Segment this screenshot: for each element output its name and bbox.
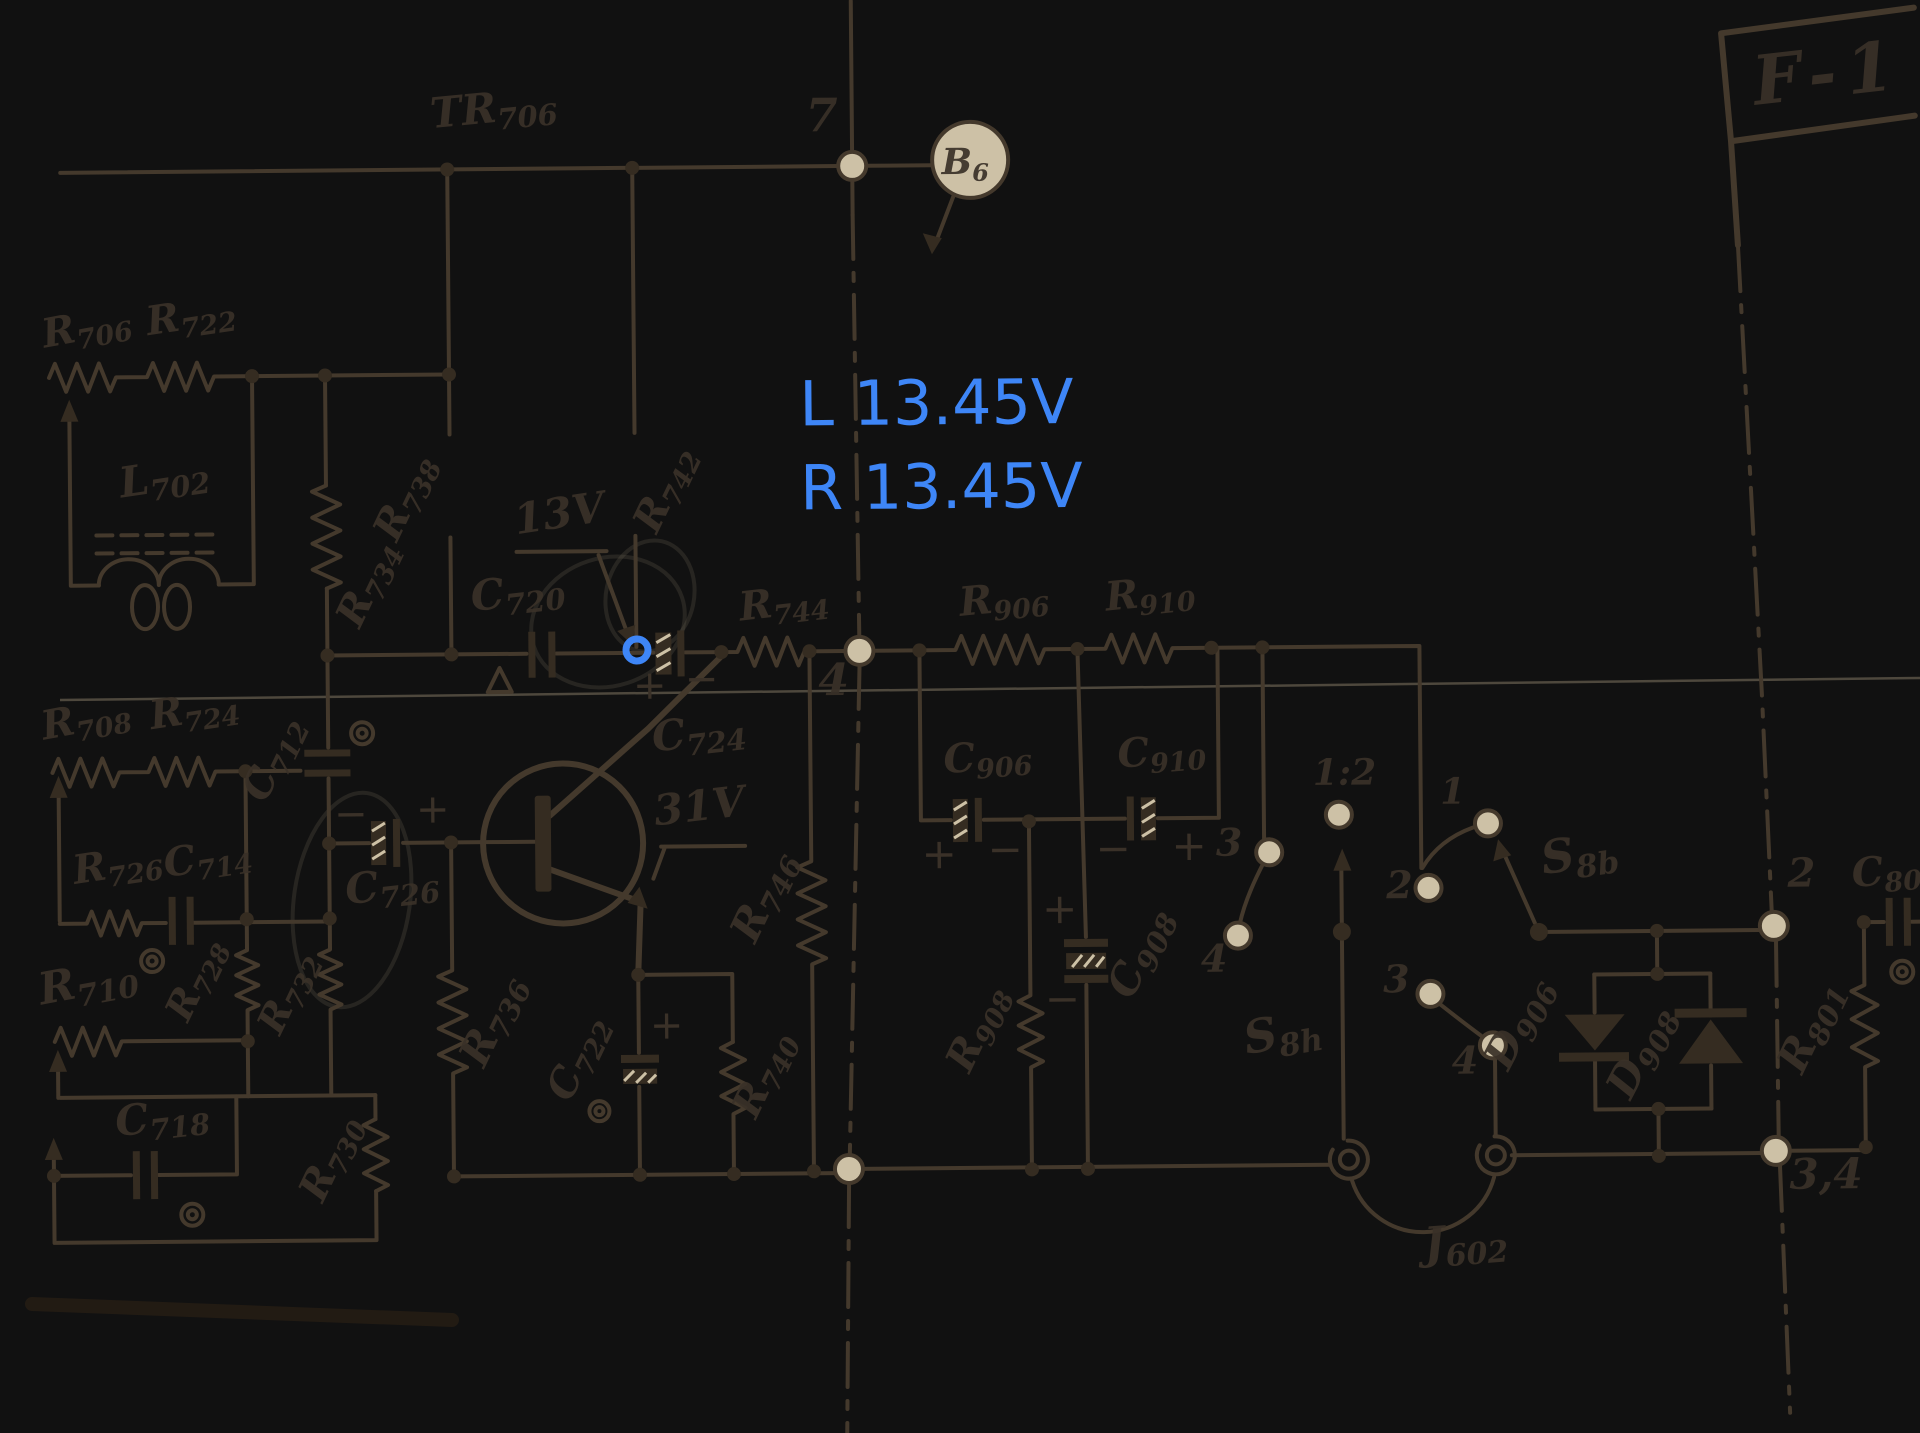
label-pl_c908m: − (1045, 974, 1081, 1023)
label-pl_c726m: − (334, 791, 368, 837)
label-s8b: S8b (1537, 820, 1622, 891)
label-c726: C726 (342, 855, 441, 919)
label-c906: C906 (942, 729, 1034, 788)
label-c724: C724 (649, 702, 748, 766)
label-pl_c910m: − (1095, 824, 1131, 873)
label-s8h3: 3 (1216, 820, 1243, 865)
label-pl_c908p: + (1042, 884, 1078, 933)
label-t2: 2 (1786, 850, 1815, 897)
label-pin7: 7 (806, 88, 838, 142)
label-pl_c724p: + (633, 663, 667, 709)
label-f1: F-1 (1747, 25, 1908, 122)
label-d906: D906 (1473, 968, 1566, 1080)
label-r708: R708 (36, 687, 135, 755)
label-pl_c722p: + (650, 1002, 684, 1048)
label-l702: L702 (115, 446, 213, 513)
jack-symbols (1327, 1134, 1517, 1181)
r710-arrow (49, 1049, 68, 1072)
junction-dots (46, 160, 1873, 1184)
label-r908: R908 (936, 977, 1022, 1081)
terminal-2 (1757, 909, 1790, 942)
terminal-7 (836, 149, 869, 182)
label-c714: C714 (160, 827, 255, 891)
label-r746: R746 (719, 842, 809, 952)
label-pin4: 4 (818, 655, 849, 706)
label-r728: R728 (155, 930, 238, 1030)
label-r742: R742 (623, 438, 709, 542)
switch-contacts (1222, 799, 1508, 1061)
label-s8b2: 2 (1385, 862, 1413, 907)
label-blue2: R 13.45V (800, 449, 1083, 524)
delta-marker (485, 666, 514, 695)
s8b-pole-arrow (1493, 839, 1512, 862)
label-s8b1: 1 (1440, 771, 1465, 813)
d908-diode-triangle (1679, 1019, 1744, 1064)
d908-cathode-bar (1674, 1008, 1747, 1018)
label-pl_c910p: + (1171, 821, 1207, 870)
label-pl_c726p: + (416, 786, 450, 832)
label-s8h: S8h (1239, 998, 1326, 1071)
label-blue1: L 13.45V (799, 365, 1074, 440)
label-r710: R710 (32, 947, 142, 1022)
label-r801: R801 (1767, 973, 1857, 1083)
r708-arrow (49, 775, 68, 798)
label-r722: R722 (142, 285, 239, 350)
symbols-layer (44, 119, 1916, 1228)
b6-bubble (930, 119, 1011, 200)
label-s8h12: 1:2 (1313, 751, 1377, 794)
label-r736: R736 (449, 966, 539, 1076)
label-c712: C712 (232, 708, 317, 810)
label-c718: C718 (112, 1087, 211, 1151)
label-b6: B6 (940, 141, 989, 187)
label-r738: R738 (363, 446, 449, 550)
c718-arrow (44, 1137, 63, 1161)
label-c910: C910 (1116, 724, 1208, 783)
b6-arrow (922, 233, 942, 255)
terminal-4 (843, 634, 876, 667)
photo-edge-bar (25, 1297, 459, 1327)
label-v13: 13V (511, 482, 613, 545)
label-s8h4: 4 (1201, 936, 1228, 981)
label-v31: 31V (651, 776, 751, 835)
terminals (832, 119, 1792, 1185)
label-tr706: TR706 (428, 77, 559, 143)
label-pl_c724m: − (685, 656, 719, 702)
label-s8b3: 3 (1383, 956, 1410, 1001)
label-c801: C80 (1849, 844, 1920, 902)
terminal-3-4 (1759, 1134, 1792, 1167)
label-c908: C908 (1097, 899, 1186, 1007)
label-c720: C720 (468, 562, 567, 626)
label-r744: R744 (735, 574, 831, 636)
label-pl_c906p: + (921, 829, 957, 878)
label-c722: C722 (537, 1008, 622, 1110)
terminal-gnd (832, 1152, 865, 1185)
r706-arrow (60, 399, 79, 422)
label-r730: R730 (289, 1107, 375, 1211)
label-r724b: R724 (145, 679, 242, 744)
voltage-probe-marker (622, 635, 652, 665)
label-r910: R910 (1102, 565, 1197, 625)
label-r706: R706 (37, 295, 136, 363)
transistor-base-bar (534, 795, 552, 892)
label-r906: R906 (956, 570, 1051, 630)
emitter-arrow (627, 886, 648, 909)
label-r726: R726 (69, 834, 167, 899)
s8h-pole-arrow (1333, 848, 1352, 871)
section-lines (845, 0, 1793, 1433)
d906-diode-triangle (1564, 1014, 1625, 1051)
label-pl_c906m: − (987, 824, 1023, 873)
label-t34: 3,4 (1789, 1149, 1863, 1199)
d906-cathode-bar (1558, 1052, 1630, 1062)
label-s8b4: 4 (1452, 1037, 1479, 1082)
